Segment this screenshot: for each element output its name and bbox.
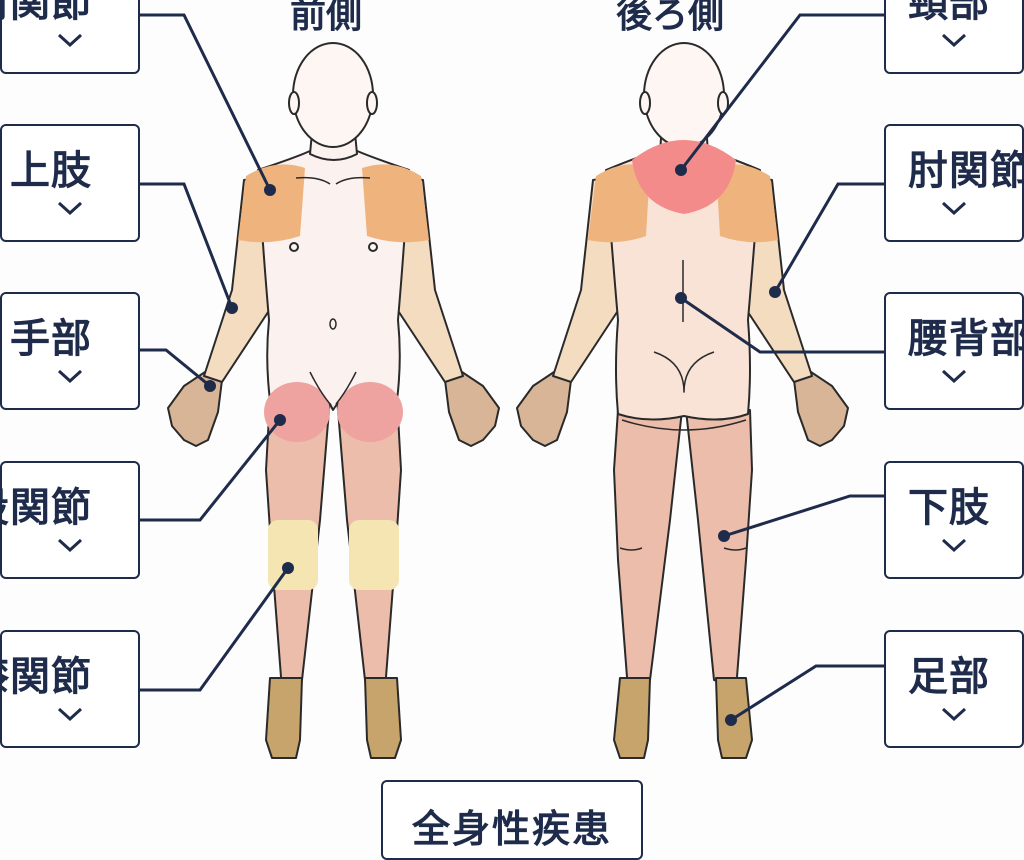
chevron-down-icon [57,33,83,47]
back-view-label: 後ろ側 [616,0,725,36]
region-button-neck[interactable]: 頸部 [884,0,1024,74]
region-label: 足部 [908,654,990,700]
back-right-shoulder [716,164,778,243]
front-left-shoulder [238,164,305,243]
front-right-foot [364,677,402,759]
front-left-foot [265,677,303,759]
region-button-lower-limb[interactable]: 下肢 [884,461,1024,579]
back-right-hand [793,371,849,447]
region-label: 上肢 [10,148,92,194]
chevron-down-icon [57,201,83,215]
front-right-hand [444,371,500,447]
region-button-elbow-joint[interactable]: 肘関節 [884,124,1024,242]
region-label: 腰背部 [908,316,1024,362]
region-label: 頸部 [908,0,990,26]
chevron-down-icon [941,538,967,552]
region-label: 肩関節 [2,0,92,26]
region-button-foot[interactable]: 足部 [884,630,1024,748]
back-left-foot [613,677,651,759]
chevron-down-icon [941,33,967,47]
region-button-shoulder-joint[interactable]: 肩関節 [0,0,140,74]
region-label: 下肢 [908,485,990,531]
chevron-down-icon [57,369,83,383]
region-label: 手部 [10,316,92,362]
back-left-hand [516,371,572,447]
region-button-hand[interactable]: 手部 [0,292,140,410]
region-button-knee-joint[interactable]: 膝関節 [0,630,140,748]
chevron-down-icon [57,538,83,552]
back-left-shoulder [588,164,650,243]
chevron-down-icon [57,707,83,721]
region-button-lower-back[interactable]: 腰背部 [884,292,1024,410]
chevron-down-icon [941,201,967,215]
leader-dots [204,164,781,726]
front-left-knee [268,520,318,590]
back-left-leg [613,409,683,691]
leader-lines [140,13,884,722]
back-figure [516,42,849,759]
region-label: 肘関節 [908,148,1024,194]
front-right-hip [337,382,403,442]
front-head [292,42,374,148]
body-map-illustration [140,13,884,759]
front-left-hip [264,382,330,442]
front-figure [167,42,500,759]
region-label: 膝関節 [2,654,92,700]
systemic-disease-button[interactable]: 全身性疾患 [381,780,643,860]
front-view-label: 前側 [290,0,363,36]
chevron-down-icon [941,707,967,721]
region-button-upper-limb[interactable]: 上肢 [0,124,140,242]
chevron-down-icon [941,369,967,383]
region-label: 股関節 [2,485,92,531]
front-right-knee [349,520,399,590]
back-neck-highlight [632,140,736,214]
front-right-shoulder [362,164,429,243]
region-button-hip-joint[interactable]: 股関節 [0,461,140,579]
